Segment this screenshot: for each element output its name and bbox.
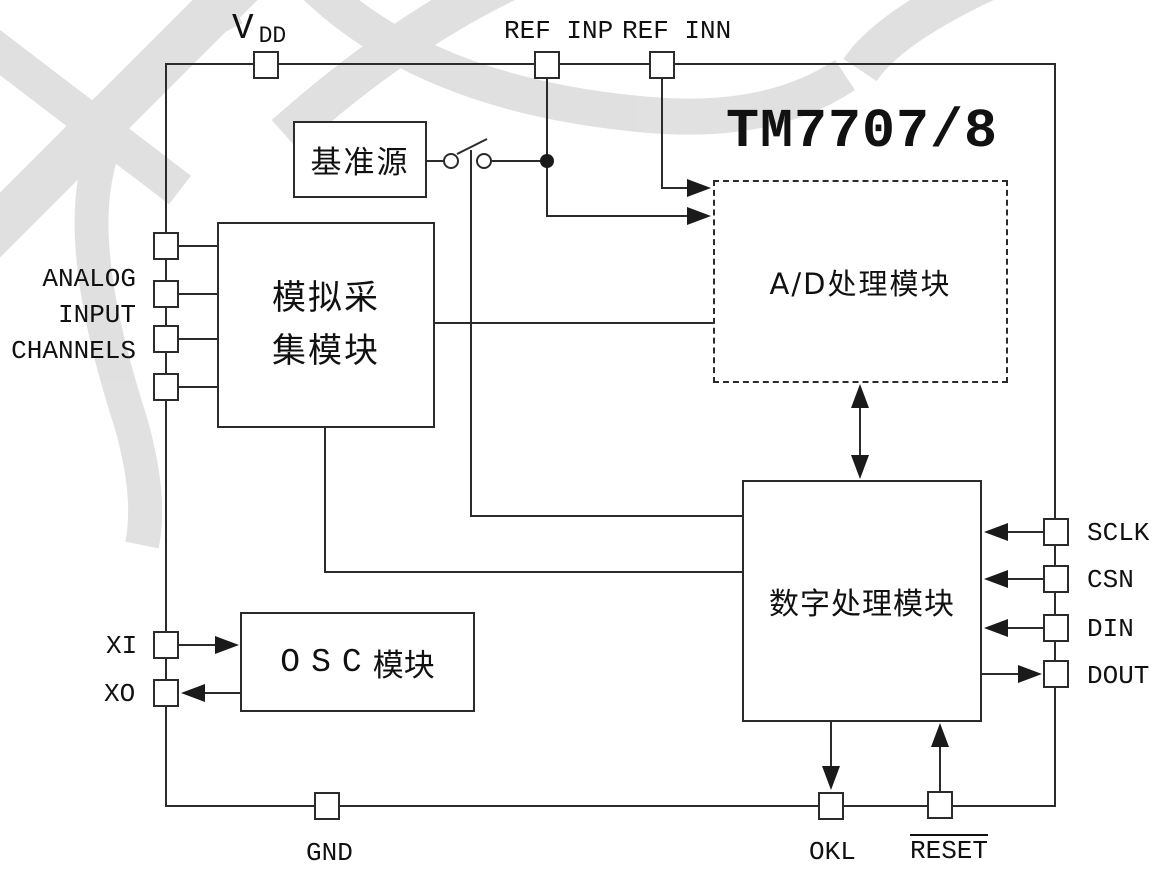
reset-label: RESET xyxy=(910,834,989,866)
pin-xi xyxy=(153,631,179,659)
ref-inn-label: REF INN xyxy=(622,16,732,46)
arrowhead-okl xyxy=(822,766,840,790)
arrowhead-to-ad xyxy=(851,384,869,408)
ad-processing-block: A/D处理模块 xyxy=(713,180,1008,383)
arrowhead-dout xyxy=(1018,665,1042,683)
pin-sclk xyxy=(1043,518,1069,546)
osc-label-cjk: 模块 xyxy=(372,647,435,684)
pin-gnd xyxy=(314,792,340,820)
ref-inp-label: REF INP xyxy=(504,16,614,46)
digital-processing-label: 数字处理模块 xyxy=(769,587,955,622)
switch-lever xyxy=(456,138,488,155)
arrowhead-to-digital xyxy=(851,455,869,479)
pin-csn xyxy=(1043,565,1069,593)
reference-source-label: 基准源 xyxy=(310,145,410,181)
pin-dout xyxy=(1043,660,1069,688)
pin-okl xyxy=(818,792,844,820)
wire-analog-to-digital xyxy=(324,428,742,573)
dout-label: DOUT xyxy=(1087,661,1150,691)
pin-ref-inn xyxy=(649,51,675,79)
pin-ref-inp xyxy=(534,51,560,79)
analog-input-channels-label: ANALOG INPUT CHANNELS xyxy=(11,264,136,366)
arrowhead-reset xyxy=(931,723,949,747)
sclk-label: SCLK xyxy=(1087,518,1150,548)
arrowhead-xi xyxy=(215,636,239,654)
ad-processing-label: A/D处理模块 xyxy=(769,266,952,301)
pin-vdd xyxy=(253,51,279,79)
arrowhead-din xyxy=(984,619,1008,637)
okl-label: OKL xyxy=(809,837,856,867)
pin-xo xyxy=(153,679,179,707)
pin-din xyxy=(1043,614,1069,642)
arrowhead-sclk xyxy=(984,523,1008,541)
osc-label-latin: OSC xyxy=(280,643,373,681)
pin-reset xyxy=(927,791,953,819)
pin-ain1 xyxy=(153,232,179,260)
junction-dot xyxy=(540,154,554,168)
reference-source-block: 基准源 xyxy=(293,121,427,198)
pin-ain2 xyxy=(153,280,179,308)
digital-processing-block: 数字处理模块 xyxy=(742,480,982,722)
xo-label: XO xyxy=(104,679,136,709)
switch-contact-right xyxy=(476,153,492,169)
analog-acquisition-label-line2: 集模块 xyxy=(272,331,380,371)
gnd-label: GND xyxy=(306,838,353,868)
osc-block: OSC 模块 xyxy=(240,612,475,712)
arrowhead-csn xyxy=(984,570,1008,588)
wire-switch-to-digital xyxy=(470,150,742,517)
watermark-logo xyxy=(0,0,994,549)
din-label: DIN xyxy=(1087,614,1134,644)
pin-ain4 xyxy=(153,373,179,401)
analog-acquisition-label-line1: 模拟采 xyxy=(272,278,380,319)
pin-ain3 xyxy=(153,325,179,353)
arrowhead-refinn xyxy=(687,179,711,197)
csn-label: CSN xyxy=(1087,565,1134,595)
chip-title: TM7707/8 xyxy=(726,100,999,163)
wire-refinp-to-ad xyxy=(546,79,689,217)
wire-refinn-to-ad xyxy=(661,79,689,189)
switch-contact-left xyxy=(443,153,459,169)
arrowhead-xo xyxy=(181,684,205,702)
arrowhead-refinp xyxy=(687,207,711,225)
xi-label: XI xyxy=(106,631,138,661)
analog-acquisition-block: 模拟采 集模块 xyxy=(217,222,435,428)
chip-border xyxy=(165,63,1056,807)
